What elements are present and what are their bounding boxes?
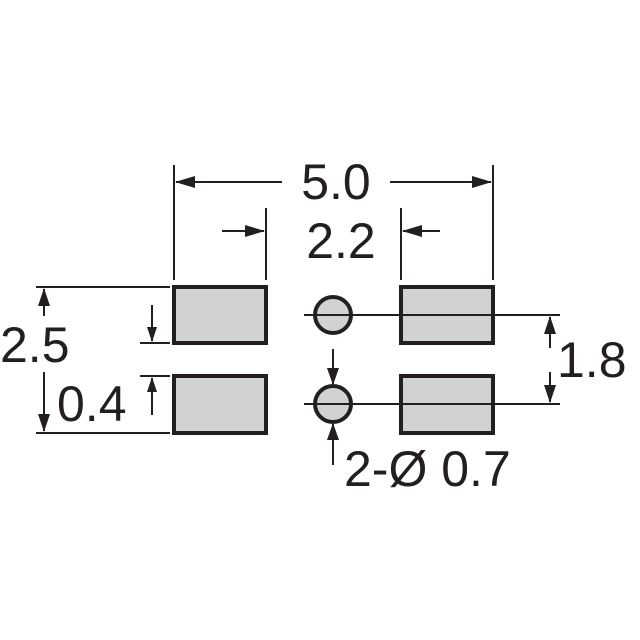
dimension-overall-width: 5.0 xyxy=(301,154,371,210)
dimension-pad-gap: 2.2 xyxy=(306,213,376,269)
dimension-hole-diameter: 2-Ø 0.7 xyxy=(344,441,511,497)
dimension-hole-pitch: 1.8 xyxy=(557,332,627,388)
pad-top-left xyxy=(172,285,268,345)
arrowhead xyxy=(327,368,339,385)
dimension-overall-height: 2.5 xyxy=(0,317,70,373)
arrowhead xyxy=(544,316,556,334)
arrowhead xyxy=(245,225,265,237)
arrowhead xyxy=(544,385,556,403)
arrowhead xyxy=(38,288,50,306)
arrowhead xyxy=(402,225,422,237)
arrowhead xyxy=(147,327,157,342)
arrowhead xyxy=(175,176,195,188)
arrowhead xyxy=(472,176,492,188)
arrowhead xyxy=(38,414,50,432)
dimension-pad-spacing: 0.4 xyxy=(57,376,127,432)
arrowhead xyxy=(147,377,157,392)
pad-bottom-left xyxy=(172,374,268,435)
arrowhead xyxy=(327,423,339,440)
